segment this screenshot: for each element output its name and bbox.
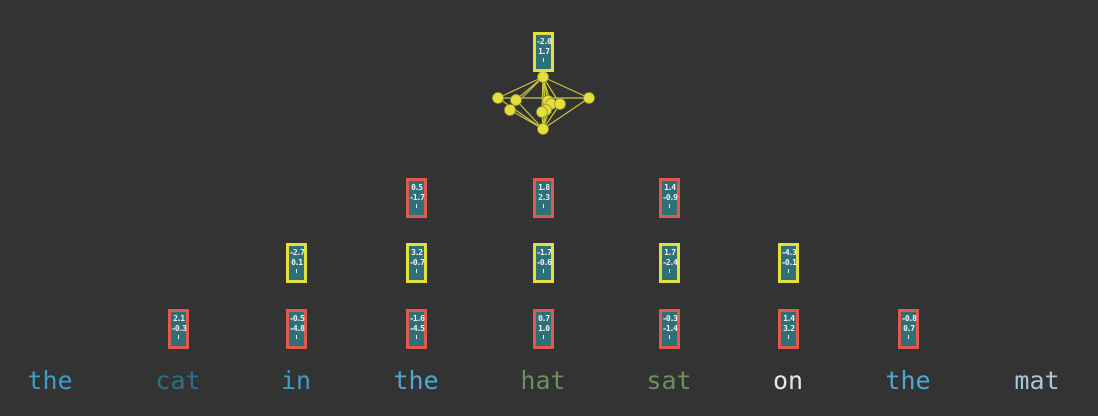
word-token: the <box>393 366 439 395</box>
vector-tick <box>788 335 789 339</box>
vector-value: -4.3 <box>781 248 797 257</box>
vector-value: -0.6 <box>536 258 552 267</box>
vector-value: -1.7 <box>536 248 552 257</box>
vector-value: 2.1 <box>173 314 185 323</box>
vector-tick <box>669 269 670 273</box>
word-token: sat <box>646 366 692 395</box>
vector-row1: -1.6-4.5 <box>406 309 427 349</box>
vector-tick <box>669 335 670 339</box>
vector-tick <box>296 269 297 273</box>
graph-node <box>510 94 522 106</box>
vector-value: -0.3 <box>171 324 187 333</box>
graph-node <box>492 92 504 104</box>
vector-value: 1.7 <box>538 47 550 56</box>
vector-row1: -0.3-1.4 <box>659 309 680 349</box>
graph-edge <box>542 97 590 130</box>
vector-tick <box>416 335 417 339</box>
word-token: the <box>885 366 931 395</box>
vector-value: 2.3 <box>538 193 550 202</box>
vector-tick <box>543 204 544 208</box>
graph-node <box>554 98 566 110</box>
vector-row2: 3.2-0.7 <box>406 243 427 283</box>
vector-value: -2.4 <box>662 258 678 267</box>
vector-tick <box>296 335 297 339</box>
vector-row3: 0.5-1.7 <box>406 178 427 218</box>
graph-node <box>536 106 548 118</box>
vector-row1: -0.5-4.8 <box>286 309 307 349</box>
vector-value: -0.9 <box>662 193 678 202</box>
vector-value: -4.8 <box>289 324 305 333</box>
vector-tick <box>178 335 179 339</box>
vector-tick <box>788 269 789 273</box>
vector-tick <box>543 269 544 273</box>
word-token: hat <box>520 366 566 395</box>
vector-value: -2.7 <box>289 248 305 257</box>
vector-row2: -4.3-0.1 <box>778 243 799 283</box>
vector-value: 1.7 <box>664 248 676 257</box>
graph-node <box>537 71 549 83</box>
vector-value: -1.4 <box>662 324 678 333</box>
vector-value: -0.1 <box>781 258 797 267</box>
vector-value: 1.4 <box>783 314 795 323</box>
vector-value: -0.7 <box>409 258 425 267</box>
word-token: the <box>27 366 73 395</box>
graph-node <box>537 123 549 135</box>
word-token: in <box>280 366 312 395</box>
vector-row1: 2.1-0.3 <box>168 309 189 349</box>
vector-tick <box>908 335 909 339</box>
vector-tick <box>543 58 544 62</box>
graph-edge <box>509 109 544 130</box>
vector-tick <box>416 269 417 273</box>
graph-node <box>504 104 516 116</box>
vector-value: 0.7 <box>538 314 550 323</box>
vector-value: 3.2 <box>783 324 795 333</box>
graph-edge <box>515 99 544 130</box>
word-token: on <box>772 366 804 395</box>
graph-edge <box>542 76 590 99</box>
vector-value: 1.4 <box>664 183 676 192</box>
vector-value: 1.0 <box>538 324 550 333</box>
word-token: mat <box>1014 366 1060 395</box>
vector-value: 3.2 <box>411 248 423 257</box>
word-token: cat <box>155 366 201 395</box>
vector-row2: -1.7-0.6 <box>533 243 554 283</box>
vector-row2: 1.7-2.4 <box>659 243 680 283</box>
vector-value: -1.7 <box>409 193 425 202</box>
graph-node <box>583 92 595 104</box>
vector-tick <box>416 204 417 208</box>
vector-value: 0.1 <box>291 258 303 267</box>
vector-tick <box>543 335 544 339</box>
vector-value: -0.3 <box>662 314 678 323</box>
graph-edge <box>497 76 544 99</box>
vector-value: 0.7 <box>903 324 915 333</box>
vector-value: -0.5 <box>289 314 305 323</box>
vector-value: -4.5 <box>409 324 425 333</box>
vector-value: -0.8 <box>901 314 917 323</box>
vector-value: -2.0 <box>536 37 552 46</box>
vector-value: 1.8 <box>538 183 550 192</box>
vector-value: 0.5 <box>411 183 423 192</box>
vector-value: -1.6 <box>409 314 425 323</box>
vector-row3: 1.4-0.9 <box>659 178 680 218</box>
graph-edge <box>497 97 544 130</box>
vector-tick <box>669 204 670 208</box>
